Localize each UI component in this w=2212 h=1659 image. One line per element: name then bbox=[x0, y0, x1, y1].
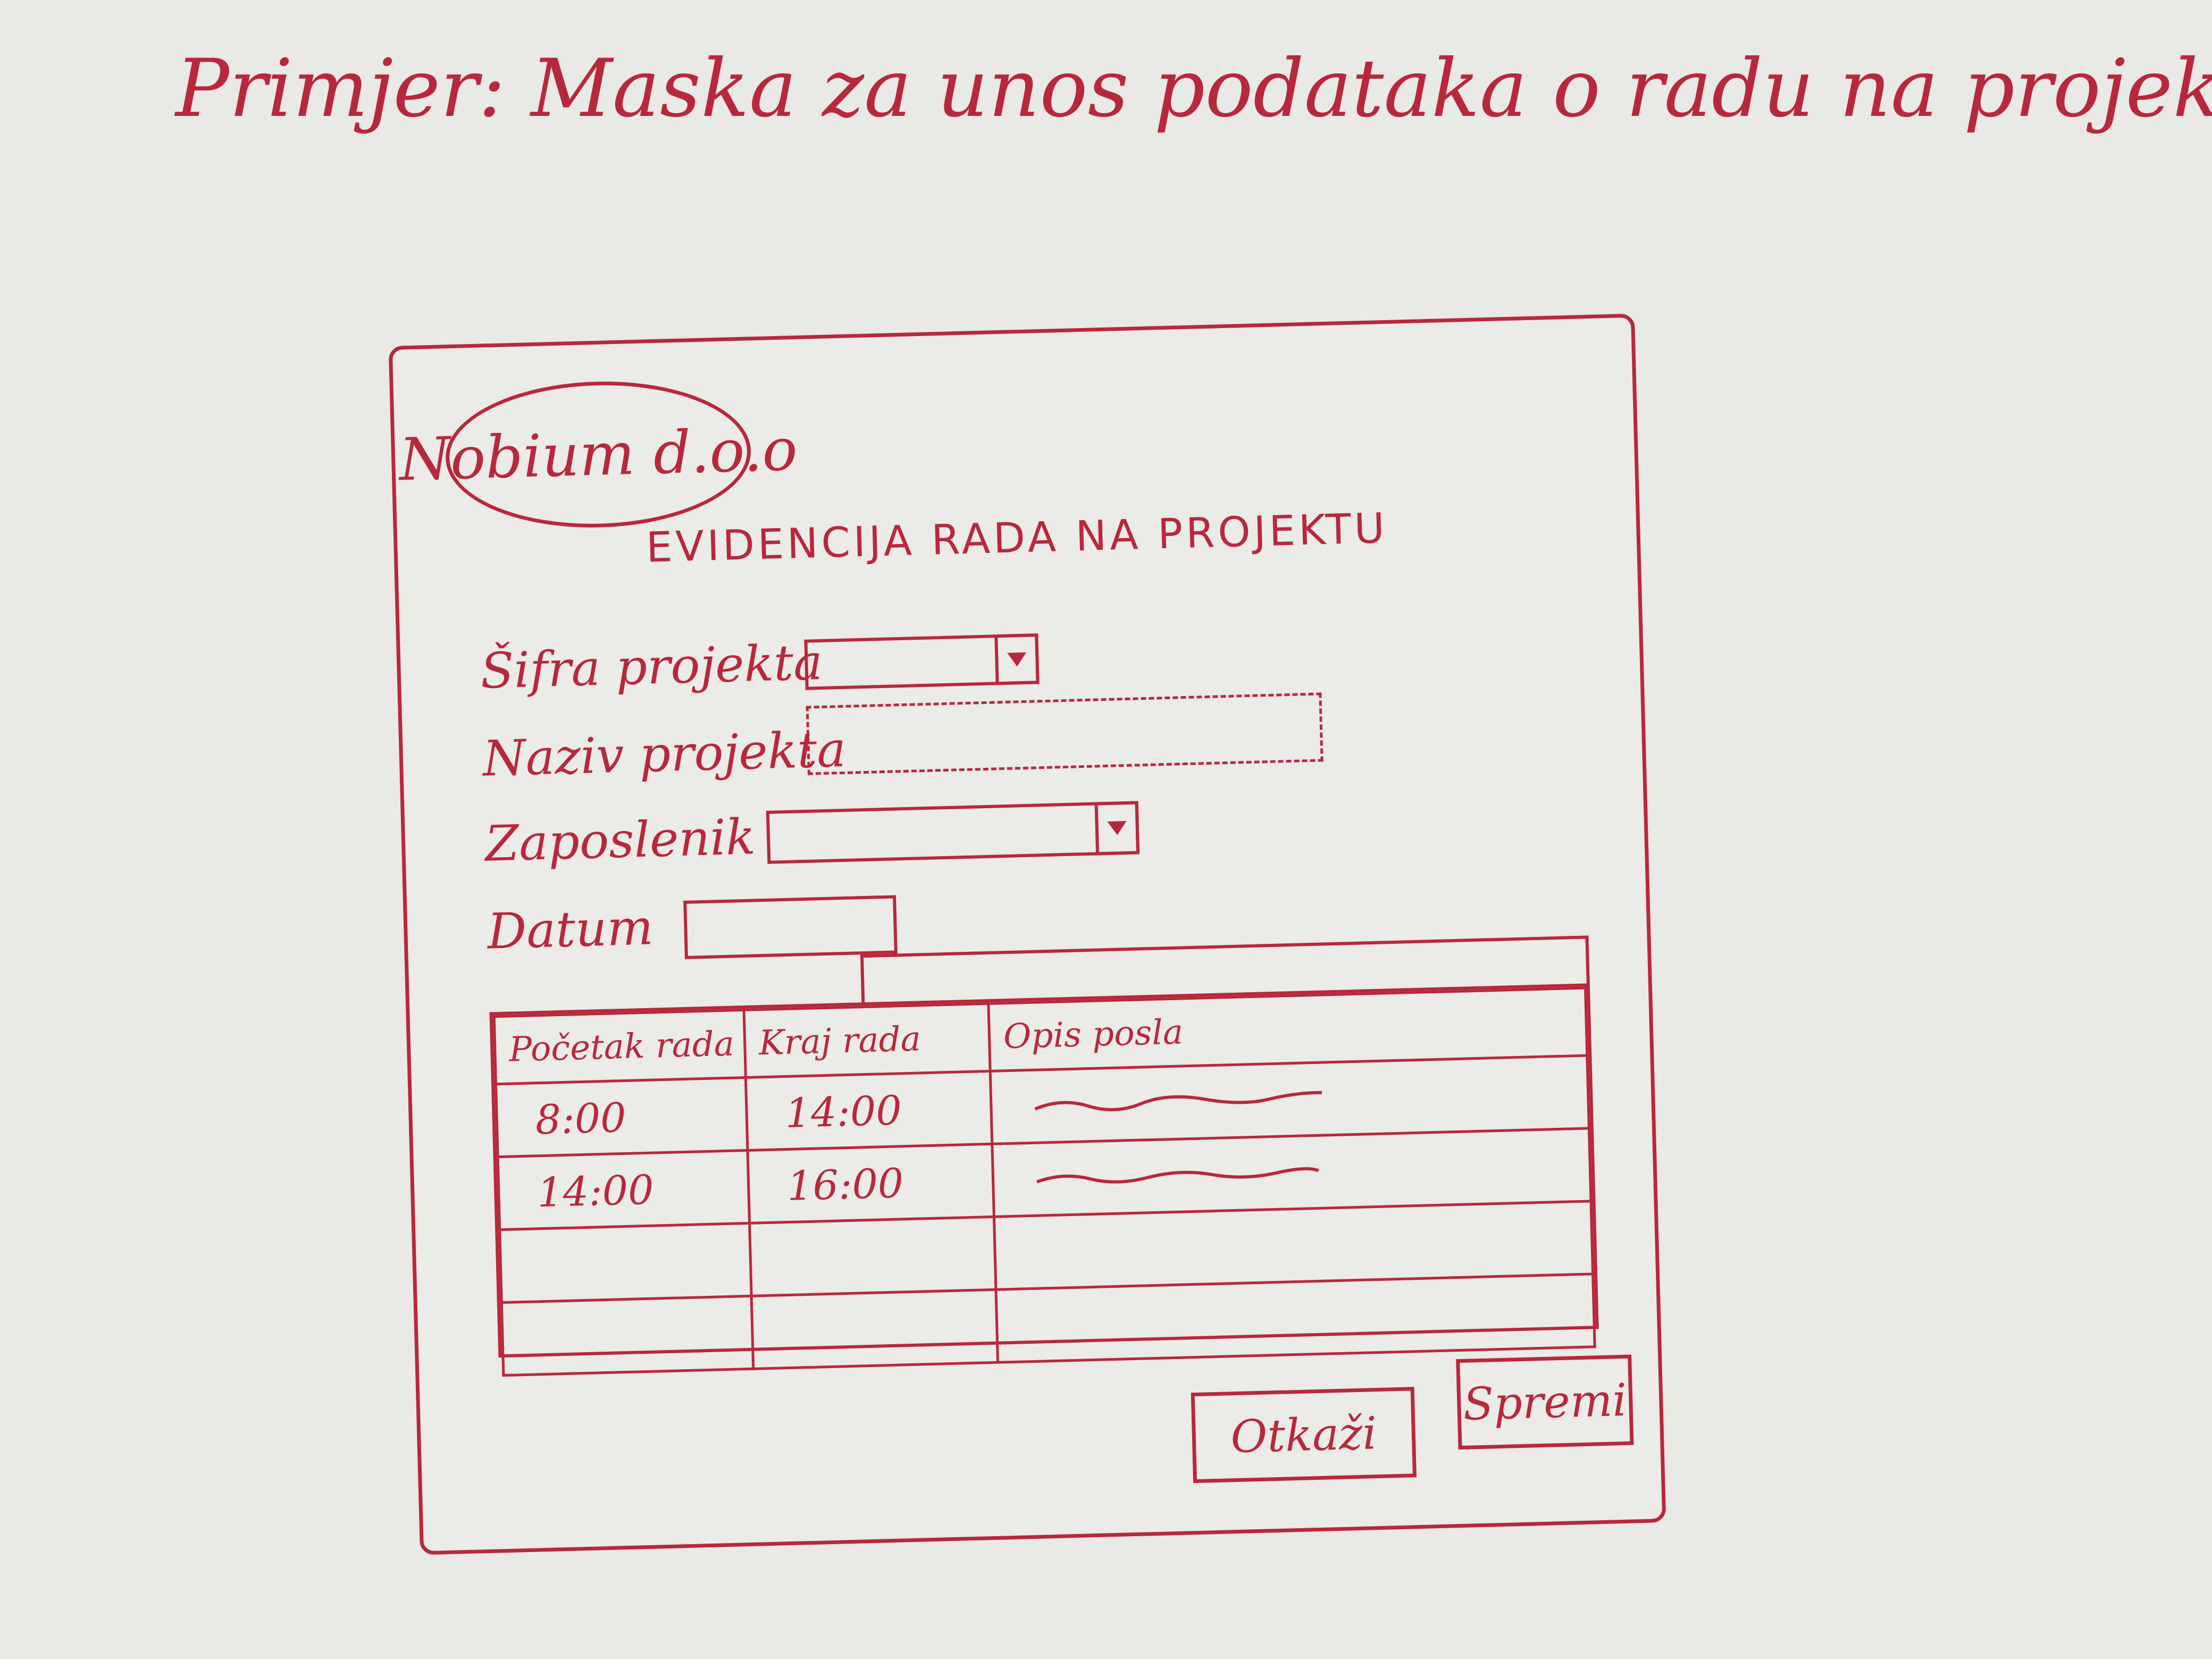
project-name-label: Naziv projekta bbox=[482, 720, 847, 787]
end-time-cell[interactable] bbox=[751, 1289, 998, 1369]
chevron-down-icon bbox=[1107, 821, 1127, 835]
project-code-label: Šifra projekta bbox=[480, 633, 824, 700]
work-log-table: Početak rada Kraj rada Opis posla 8:00 1… bbox=[489, 983, 1599, 1376]
cancel-button[interactable]: Otkaži bbox=[1191, 1387, 1417, 1484]
start-time-cell[interactable] bbox=[499, 1223, 752, 1303]
end-time-cell[interactable]: 14:00 bbox=[745, 1071, 992, 1151]
form-window: Nobium d.o.o EVIDENCIJA RADA NA PROJEKTU… bbox=[388, 313, 1666, 1555]
description-cell[interactable] bbox=[995, 1273, 1595, 1363]
scribble-placeholder bbox=[1034, 1091, 1322, 1111]
column-header-start[interactable]: Početak rada bbox=[494, 1010, 746, 1084]
scribble-placeholder bbox=[1036, 1167, 1320, 1184]
description-cell[interactable] bbox=[990, 1055, 1589, 1144]
employee-dropdown[interactable] bbox=[766, 801, 1140, 864]
chevron-down-icon bbox=[1007, 652, 1027, 667]
page-heading: Primjer: Maska za unos podataka o radu n… bbox=[175, 43, 2212, 135]
table-row[interactable]: 14:00 16:00 bbox=[498, 1128, 1591, 1230]
start-time-cell[interactable] bbox=[501, 1296, 753, 1376]
employee-label: Zaposlenik bbox=[484, 808, 756, 873]
date-field[interactable] bbox=[683, 895, 898, 959]
column-header-end[interactable]: Kraj rada bbox=[744, 1003, 991, 1078]
start-time-cell[interactable]: 8:00 bbox=[496, 1077, 748, 1157]
start-time-cell[interactable]: 14:00 bbox=[498, 1150, 750, 1230]
end-time-cell[interactable] bbox=[749, 1217, 996, 1296]
end-time-cell[interactable]: 16:00 bbox=[747, 1144, 994, 1224]
project-code-dropdown-button[interactable] bbox=[994, 633, 1040, 685]
company-name: Nobium d.o.o bbox=[398, 415, 799, 494]
project-code-dropdown[interactable] bbox=[804, 633, 1040, 690]
project-name-field bbox=[806, 692, 1323, 775]
description-cell[interactable] bbox=[992, 1128, 1591, 1217]
table-row[interactable]: 8:00 14:00 bbox=[496, 1055, 1589, 1157]
company-logo: Nobium d.o.o bbox=[398, 378, 798, 532]
save-button[interactable]: Spremi bbox=[1456, 1354, 1634, 1450]
date-label: Datum bbox=[487, 899, 654, 960]
employee-dropdown-button[interactable] bbox=[1094, 801, 1140, 856]
